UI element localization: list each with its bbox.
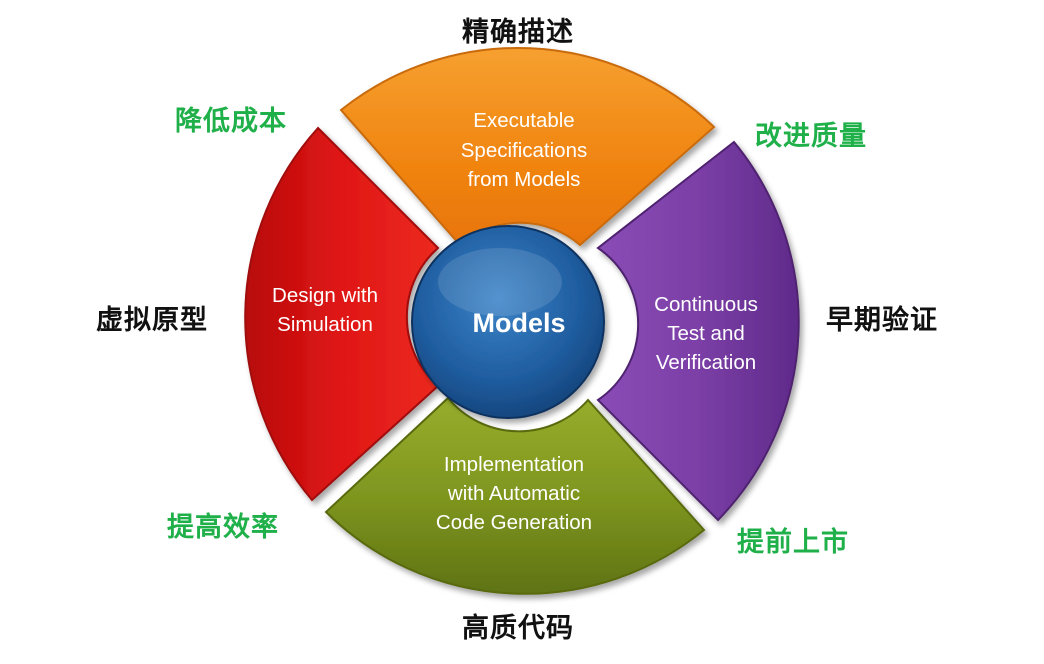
segment-bottom [324, 396, 706, 595]
label-top-right: 改进质量 [755, 121, 867, 152]
label-bottom-left: 提高效率 [167, 512, 279, 543]
center-label: Models [472, 308, 565, 338]
segment-right [596, 140, 800, 522]
segment-bottom-line: Code Generation [436, 511, 592, 534]
segment-left-text: Design with Simulation [272, 284, 378, 336]
segment-right-text: Continuous Test and Verification [654, 293, 758, 374]
segment-top [339, 46, 716, 247]
segment-top-line: Executable [473, 109, 574, 132]
segment-left-line: Design with [272, 284, 378, 307]
segment-bottom-text: Implementation with Automatic Code Gener… [436, 453, 592, 534]
segment-top-line: from Models [468, 168, 581, 191]
label-right: 早期验证 [826, 305, 938, 336]
label-top-left: 降低成本 [175, 106, 287, 137]
segment-right-line: Test and [667, 322, 745, 345]
label-bottom-right: 提前上市 [737, 527, 849, 558]
segment-top-text: Executable Specifications from Models [461, 109, 587, 191]
segment-right-line: Continuous [654, 293, 758, 316]
segment-left [244, 126, 440, 502]
label-bottom: 高质代码 [462, 613, 574, 644]
segment-bottom-line: Implementation [444, 453, 584, 476]
label-left: 虚拟原型 [96, 305, 208, 336]
center-circle [411, 225, 605, 419]
segment-top-line: Specifications [461, 139, 587, 162]
segment-right-line: Verification [656, 351, 756, 374]
segment-bottom-line: with Automatic [447, 482, 580, 505]
label-top: 精确描述 [462, 17, 574, 48]
segment-left-line: Simulation [277, 313, 373, 336]
